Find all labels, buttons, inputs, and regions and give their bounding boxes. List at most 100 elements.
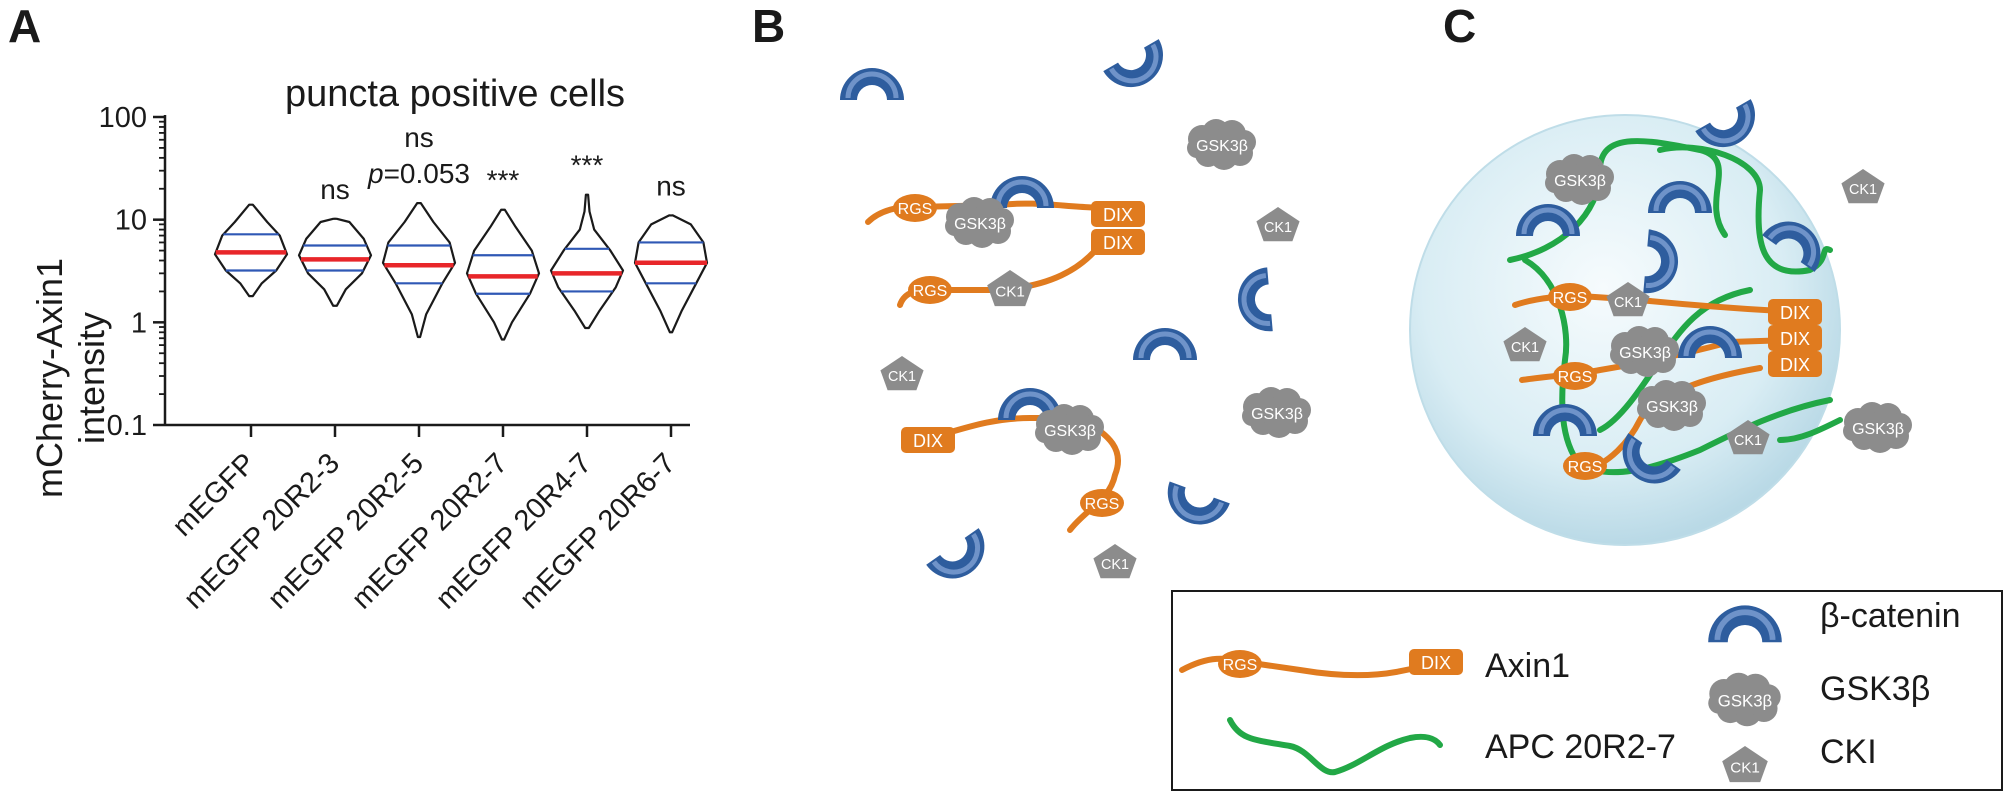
gsk3b-text: GSK3β bbox=[1646, 399, 1698, 416]
beta-catenin-icon bbox=[1516, 204, 1580, 236]
legend: Axin1 APC 20R2-7 β-catenin GSK3β CKI RGS… bbox=[1179, 597, 1961, 783]
dix-text: DIX bbox=[1780, 303, 1810, 323]
legend-cki-label: CKI bbox=[1820, 733, 1877, 771]
ck1-pentagon bbox=[1256, 207, 1300, 242]
catenin-groove bbox=[845, 71, 899, 99]
ck1-pentagon bbox=[1503, 327, 1547, 362]
ck1-pentagon bbox=[987, 270, 1033, 307]
chart-title: puncta positive cells bbox=[285, 73, 625, 115]
rgs-text: RGS bbox=[1568, 459, 1603, 476]
legend-gsk-label: GSK3β bbox=[1820, 670, 1930, 708]
significance-label: ns bbox=[320, 174, 350, 205]
rgs-text: RGS bbox=[1553, 290, 1588, 307]
catenin-groove bbox=[1683, 329, 1737, 357]
dix-text: DIX bbox=[1780, 329, 1810, 349]
catenin-shell bbox=[1133, 328, 1197, 360]
beta-catenin-icon bbox=[1643, 229, 1678, 294]
rgs-ellipse bbox=[893, 194, 937, 222]
violin bbox=[633, 214, 709, 334]
ck1-text: CK1 bbox=[1614, 295, 1642, 311]
ck1-text: CK1 bbox=[1849, 182, 1877, 198]
gsk3b-text: GSK3β bbox=[954, 216, 1006, 233]
catenin-groove bbox=[1701, 103, 1751, 144]
gsk3b-blob bbox=[1206, 129, 1238, 161]
dix-domain: DIX bbox=[1768, 351, 1822, 377]
catenin-shell bbox=[1516, 204, 1580, 236]
catenin-groove bbox=[1109, 43, 1159, 84]
significance-label: ns bbox=[404, 122, 434, 153]
panel-label-b: B bbox=[752, 0, 785, 52]
rgs-ellipse bbox=[1218, 650, 1262, 678]
gsk3b-icon: GSK3β bbox=[1187, 119, 1256, 170]
catenin-groove bbox=[1241, 273, 1271, 326]
catenin-groove bbox=[1767, 225, 1817, 268]
violin bbox=[549, 193, 625, 330]
p-value: =0.053 bbox=[384, 158, 470, 189]
beta-catenin-icon bbox=[1708, 605, 1782, 643]
y-axis-label-line1: mCherry-Axin1 bbox=[29, 258, 70, 498]
dix-rect bbox=[901, 427, 955, 453]
y-tick-label: 0.1 bbox=[107, 410, 147, 442]
ck1-icon: CK1 bbox=[1726, 420, 1770, 455]
gsk3b-text: GSK3β bbox=[1619, 345, 1671, 362]
ck1-text: CK1 bbox=[1730, 760, 1760, 777]
x-tick-label: mEGFP 20R2-7 bbox=[346, 447, 514, 615]
y-tick-label: 100 bbox=[99, 102, 147, 134]
gsk3b-icon: GSK3β bbox=[945, 197, 1014, 248]
dix-rect bbox=[1409, 649, 1463, 675]
rgs-text: RGS bbox=[1085, 496, 1120, 513]
y-axis-label-line2: intensity bbox=[71, 312, 112, 444]
dix-domain: DIX bbox=[901, 427, 955, 453]
rgs-domain: RGS bbox=[1563, 452, 1607, 480]
catenin-groove bbox=[1138, 331, 1192, 359]
dix-rect bbox=[1768, 299, 1822, 325]
gsk3b-blob bbox=[1843, 421, 1863, 441]
significance-label: *** bbox=[571, 150, 604, 181]
beta-catenin-icon bbox=[990, 176, 1054, 208]
gsk3b-blob bbox=[1708, 692, 1730, 714]
dix-text: DIX bbox=[1421, 653, 1451, 673]
gsk3b-icon: GSK3β bbox=[1637, 380, 1706, 431]
gsk3b-blob bbox=[1187, 138, 1207, 158]
dix-text: DIX bbox=[1103, 233, 1133, 253]
rgs-ellipse bbox=[1553, 362, 1597, 390]
dix-domain: DIX bbox=[1409, 649, 1463, 675]
gsk3b-icon: GSK3β bbox=[1035, 404, 1104, 455]
legend-axin-strand bbox=[1179, 655, 1443, 679]
p-symbol: p bbox=[367, 158, 384, 189]
dix-rect bbox=[1091, 201, 1145, 227]
beta-catenin-icon bbox=[1622, 433, 1681, 484]
ck1-pentagon bbox=[1606, 282, 1650, 317]
dix-rect bbox=[1768, 325, 1822, 351]
beta-catenin-icon bbox=[1695, 99, 1755, 148]
gsk3b-blob bbox=[1637, 399, 1657, 419]
dix-domain: DIX bbox=[1091, 229, 1145, 255]
gsk3b-text: GSK3β bbox=[1251, 406, 1303, 423]
rgs-domain: RGS bbox=[1218, 650, 1262, 678]
catenin-groove bbox=[1645, 235, 1675, 288]
rgs-domain: RGS bbox=[908, 276, 952, 304]
rgs-ellipse bbox=[1563, 452, 1607, 480]
legend-axin-label: Axin1 bbox=[1485, 647, 1570, 685]
x-tick-label: mEGFP 20R2-5 bbox=[262, 447, 430, 615]
gsk3b-blob bbox=[1728, 683, 1762, 717]
dix-domain: DIX bbox=[1768, 299, 1822, 325]
ck1-icon: CK1 bbox=[880, 356, 924, 391]
x-tick-label: mEGFP 20R2-3 bbox=[178, 447, 346, 615]
rgs-text: RGS bbox=[913, 283, 948, 300]
catenin-groove bbox=[1521, 207, 1575, 235]
ck1-icon: CK1 bbox=[1256, 207, 1300, 242]
ck1-pentagon bbox=[1841, 169, 1885, 204]
rgs-text: RGS bbox=[898, 201, 933, 218]
ck1-pentagon bbox=[880, 356, 924, 391]
catenin-shell bbox=[926, 528, 985, 579]
catenin-groove bbox=[1003, 391, 1057, 419]
catenin-shell bbox=[990, 176, 1054, 208]
dix-text: DIX bbox=[913, 431, 943, 451]
gsk3b-blob bbox=[1545, 173, 1565, 193]
gsk3b-blob bbox=[1054, 414, 1086, 446]
x-tick-label: mEGFP 20R4-7 bbox=[430, 447, 598, 615]
